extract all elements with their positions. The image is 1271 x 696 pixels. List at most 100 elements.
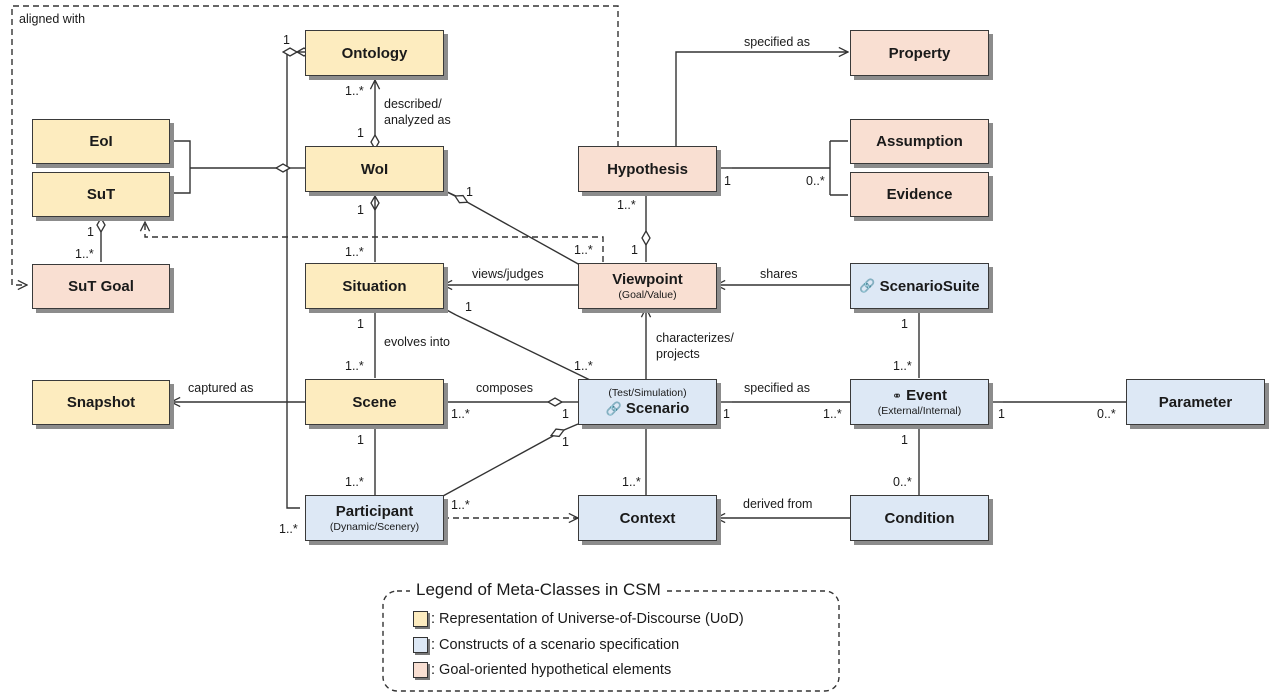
multiplicity: 1 [466,185,473,199]
ontology-label: Ontology [341,44,408,62]
edge-label: shares [760,267,798,281]
eoi-box[interactable]: EoI [32,119,170,164]
scenario-pre: (Test/Simulation) [608,387,687,399]
viewpoint-label: Viewpoint [612,271,683,288]
situation-scenario-edge [455,314,591,381]
parameter-label: Parameter [1158,393,1233,411]
edge-label: described/ [384,97,442,111]
multiplicity: 1..* [279,522,298,536]
legend-item-goal: : Goal-oriented hypothetical elements [413,662,671,678]
multiplicity: 1 [562,435,569,449]
multiplicity: 1..* [617,198,636,212]
woi-label: WoI [360,160,389,178]
link-icon: 🔗 [605,400,622,416]
legend-item-spec: : Constructs of a scenario specification [413,637,679,653]
situation-box[interactable]: Situation [305,263,444,309]
multiplicity: 1..* [823,407,842,421]
condition-box[interactable]: Condition [850,495,989,541]
sut-goal-box[interactable]: SuT Goal [32,264,170,309]
edge-label: specified as [744,381,810,395]
legend-border [382,590,840,692]
multiplicity: 1 [901,433,908,447]
multiplicity: 1..* [451,407,470,421]
multiplicity: 1..* [574,243,593,257]
scenario-suite-box[interactable]: 🔗ScenarioSuite [850,263,989,309]
legend-swatch-goal [413,662,428,678]
condition-label: Condition [884,509,955,527]
chain-icon: 🔗 [859,278,876,293]
assumption-box[interactable]: Assumption [850,119,989,164]
viewpoint-sub: (Goal/Value) [618,289,677,301]
multiplicity: 1 [901,317,908,331]
multiplicity: 1..* [574,359,593,373]
multiplicity: 1..* [75,247,94,261]
eoi-label: EoI [89,133,113,150]
edge-label: evolves into [384,335,450,349]
sut-label: SuT [86,186,116,203]
multiplicity: 1..* [451,498,470,512]
multiplicity: 0..* [1097,407,1116,421]
multiplicity: 1 [998,407,1005,421]
multiplicity: 1..* [345,84,364,98]
legend-swatch-uod [413,611,428,627]
multiplicity: 0..* [806,174,825,188]
ontology-box[interactable]: Ontology [305,30,444,76]
hypothesis-box[interactable]: Hypothesis [578,146,717,192]
hypothesis-assumption-edge [732,140,848,196]
edge-label: captured as [188,381,253,395]
multiplicity: 1 [631,243,638,257]
participant-box[interactable]: Participant(Dynamic/Scenery) [305,495,444,541]
situation-label: Situation [342,277,407,295]
eoi-sut-woi-edge [170,140,290,194]
legend-label-uod: : Representation of Universe-of-Discours… [431,611,744,627]
participant-label: Participant [335,503,414,520]
multiplicity: 1 [357,317,364,331]
participant-scenario-edge [442,429,565,497]
snapshot-box[interactable]: Snapshot [32,380,170,425]
viewpoint-sut-dashed [145,222,604,262]
edge-label: projects [656,347,700,361]
woi-box[interactable]: WoI [305,146,444,192]
snapshot-label: Snapshot [66,394,136,411]
multiplicity: 1..* [345,359,364,373]
multiplicity: 0..* [893,475,912,489]
context-box[interactable]: Context [578,495,717,541]
legend-item-uod: : Representation of Universe-of-Discours… [413,611,744,627]
edge-label: characterizes/ [656,331,734,345]
viewpoint-box[interactable]: Viewpoint(Goal/Value) [578,263,717,309]
multiplicity: 1 [357,433,364,447]
property-box[interactable]: Property [850,30,989,76]
edge-label: specified as [744,35,810,49]
scenario-box[interactable]: (Test/Simulation) 🔗Scenario [578,379,717,425]
edge-label: analyzed as [384,113,451,127]
evidence-label: Evidence [886,186,953,203]
scene-label: Scene [352,393,397,411]
legend-label-spec: : Constructs of a scenario specification [431,637,680,653]
sut-box[interactable]: SuT [32,172,170,217]
multiplicity: 1 [723,407,730,421]
sut-goal-label: SuT Goal [68,278,134,295]
legend-swatch-spec [413,637,428,653]
evidence-box[interactable]: Evidence [850,172,989,217]
scenario-label: Scenario [625,400,690,417]
multiplicity: 1..* [345,475,364,489]
event-box[interactable]: ⚭Event (External/Internal) [850,379,989,425]
multiplicity: 1 [724,174,731,188]
scene-box[interactable]: Scene [305,379,444,425]
multiplicity: 1..* [345,245,364,259]
assumption-label: Assumption [876,133,963,150]
multiplicity: 1..* [622,475,641,489]
hypothesis-label: Hypothesis [607,160,688,178]
participant-sub: (Dynamic/Scenery) [329,521,420,533]
aligned-with-edge [11,5,619,285]
legend-label-goal: : Goal-oriented hypothetical elements [431,662,672,678]
multiplicity: 1 [357,126,364,140]
multiplicity: 1 [87,225,94,239]
multiplicity: 1 [562,407,569,421]
legend-title: Legend of Meta-Classes in CSM [410,580,667,600]
parameter-box[interactable]: Parameter [1126,379,1265,425]
context-label: Context [619,509,676,527]
multiplicity: 1..* [893,359,912,373]
multiplicity: 1 [465,300,472,314]
edge-label: derived from [743,497,812,511]
